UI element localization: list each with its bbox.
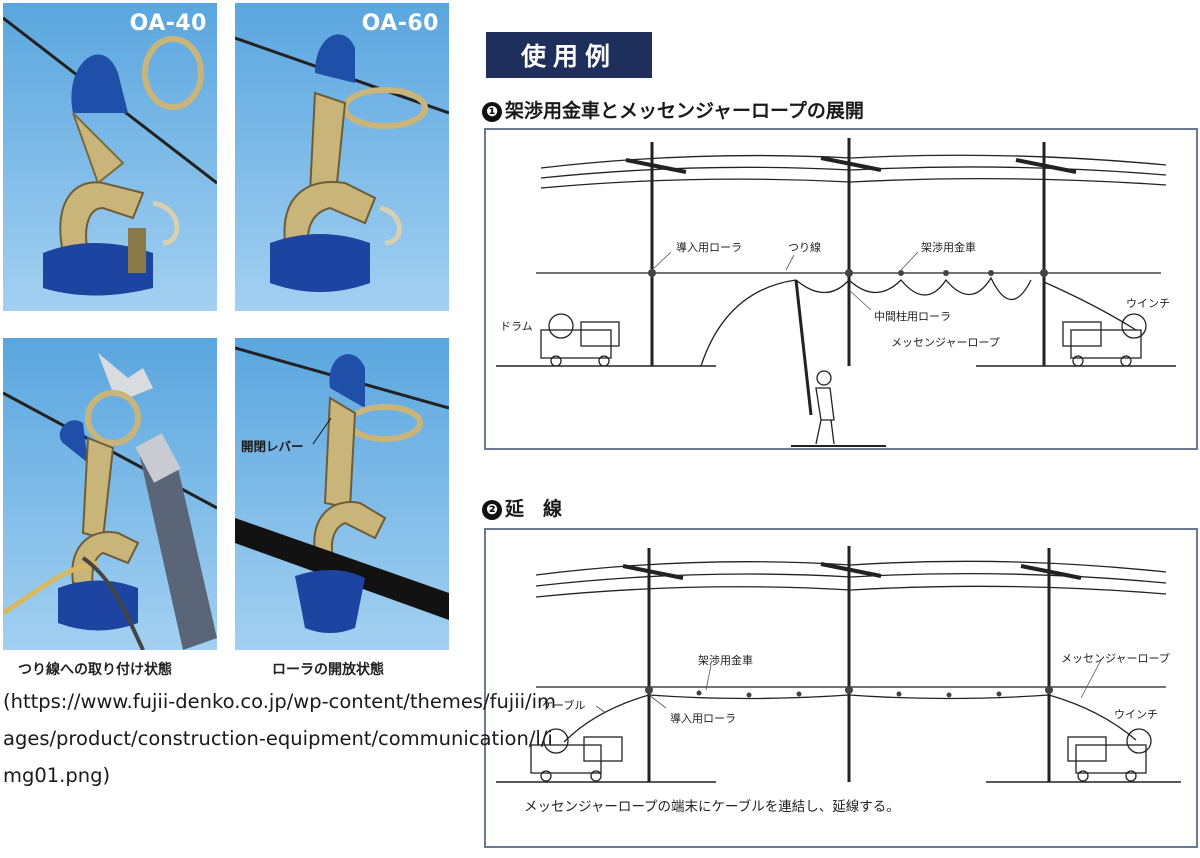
- lever-callout: 開閉レバー: [241, 439, 304, 454]
- label-winch-2: ウインチ: [1114, 708, 1158, 721]
- label-messenger-rope-2: メッセンジャーロープ: [1061, 652, 1170, 665]
- label-suspension-wire: つり線: [788, 241, 821, 254]
- diagram-deployment-drawing: [496, 138, 1176, 447]
- photo-roller-open: 開閉レバー: [235, 338, 449, 650]
- oa40-image: [3, 3, 217, 311]
- caption-roller-open: ローラの開放状態: [272, 662, 384, 678]
- diagram-cable-laying: 架渉用金車 メッセンジャーロープ ケーブル 導入用ローラ ウインチ メッセンジャ…: [484, 528, 1198, 848]
- photo-oa60: OA-60: [235, 3, 449, 311]
- label-drum: ドラム: [500, 320, 533, 333]
- label-introduction-roller-1: 導入用ローラ: [676, 241, 742, 254]
- photo-mounted: [3, 338, 217, 650]
- oa60-image: [235, 3, 449, 311]
- label-winch-1: ウインチ: [1126, 297, 1170, 310]
- roller-open-image: [235, 338, 449, 650]
- photo-label-oa40: OA-40: [129, 11, 207, 36]
- number-badge-1: ❶: [482, 102, 502, 122]
- label-introduction-roller-2: 導入用ローラ: [670, 712, 736, 725]
- label-messenger-rope-1: メッセンジャーロープ: [891, 336, 1000, 349]
- usage-example-badge: 使用例: [486, 32, 652, 78]
- label-cable: ケーブル: [542, 699, 586, 712]
- number-badge-2: ❷: [482, 500, 502, 520]
- label-intermediate-roller: 中間柱用ローラ: [874, 310, 951, 323]
- caption-mounted: つり線への取り付け状態: [18, 662, 172, 678]
- source-url: (https://www.fujii-denko.co.jp/wp-conten…: [3, 690, 557, 787]
- mounted-image: [3, 338, 217, 650]
- diagram-note: メッセンジャーロープの端末にケーブルを連結し、延線する。: [524, 799, 900, 815]
- label-cable-pulley-1: 架渉用金車: [921, 241, 976, 254]
- diagram-cable-laying-drawing: [496, 546, 1181, 783]
- heading-1-text: 架渉用金車とメッセンジャーロープの展開: [505, 100, 864, 122]
- diagram-deployment: 導入用ローラ つり線 架渉用金車 ドラム ウインチ 中間柱用ローラ メッセンジャ…: [484, 128, 1198, 450]
- photo-oa40: OA-40: [3, 3, 217, 311]
- photo-label-oa60: OA-60: [361, 11, 439, 36]
- label-cable-pulley-2: 架渉用金車: [698, 654, 753, 667]
- heading-2-text: 延 線: [505, 498, 563, 520]
